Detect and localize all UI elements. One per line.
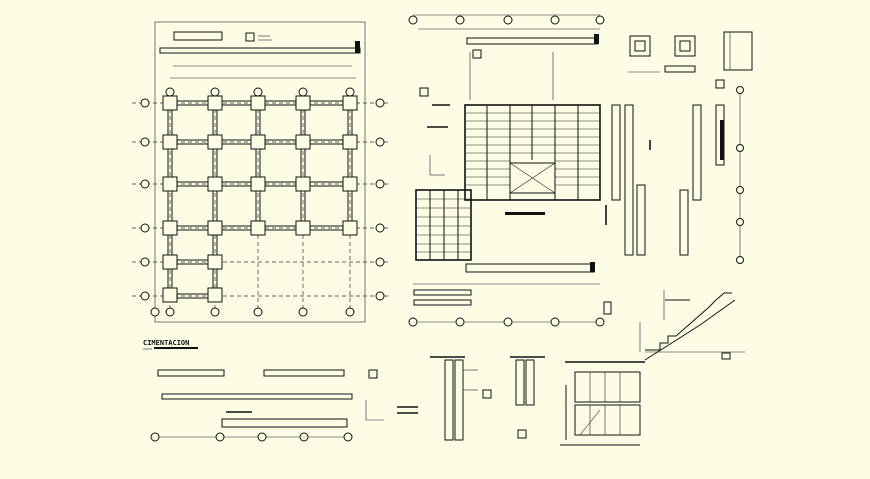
plan-title: CIMENTACION bbox=[143, 339, 189, 347]
bottom-details bbox=[430, 356, 645, 446]
joists bbox=[465, 105, 600, 200]
stair-section bbox=[639, 290, 745, 361]
tie-beams bbox=[167, 100, 353, 299]
grid-axes-vertical bbox=[169, 88, 351, 318]
foundation-plan: CIMENTACION bbox=[132, 21, 390, 350]
beam-details-bottom-left bbox=[150, 369, 418, 442]
plan-title-block: CIMENTACION bbox=[143, 339, 198, 350]
column-section-details bbox=[605, 31, 753, 264]
floor-slab-plan bbox=[408, 14, 612, 327]
axis-bubbles bbox=[140, 87, 385, 317]
beam-detail-top bbox=[159, 31, 361, 54]
